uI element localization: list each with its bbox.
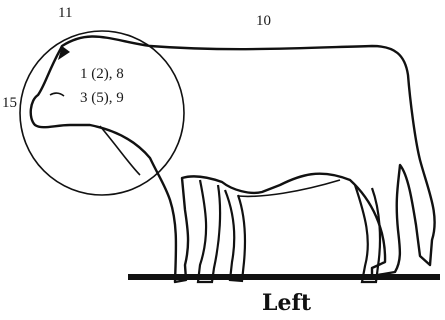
label-11: 11 xyxy=(58,5,73,21)
belly-line xyxy=(237,179,341,198)
ground-line xyxy=(128,274,440,280)
cow-outline xyxy=(29,35,436,284)
region-circle xyxy=(19,30,185,196)
label-region-line2: 3 (5), 9 xyxy=(80,90,124,106)
front-leg-back xyxy=(223,189,246,283)
front-leg-inner xyxy=(196,179,222,284)
hind-leg-inner xyxy=(353,184,382,284)
eye-detail xyxy=(49,92,65,97)
label-15: 15 xyxy=(2,95,17,111)
dewlap xyxy=(99,125,141,176)
ear xyxy=(58,46,70,60)
label-10: 10 xyxy=(256,13,271,29)
label-region-line1: 1 (2), 8 xyxy=(80,66,124,82)
side-label: Left xyxy=(262,290,312,316)
